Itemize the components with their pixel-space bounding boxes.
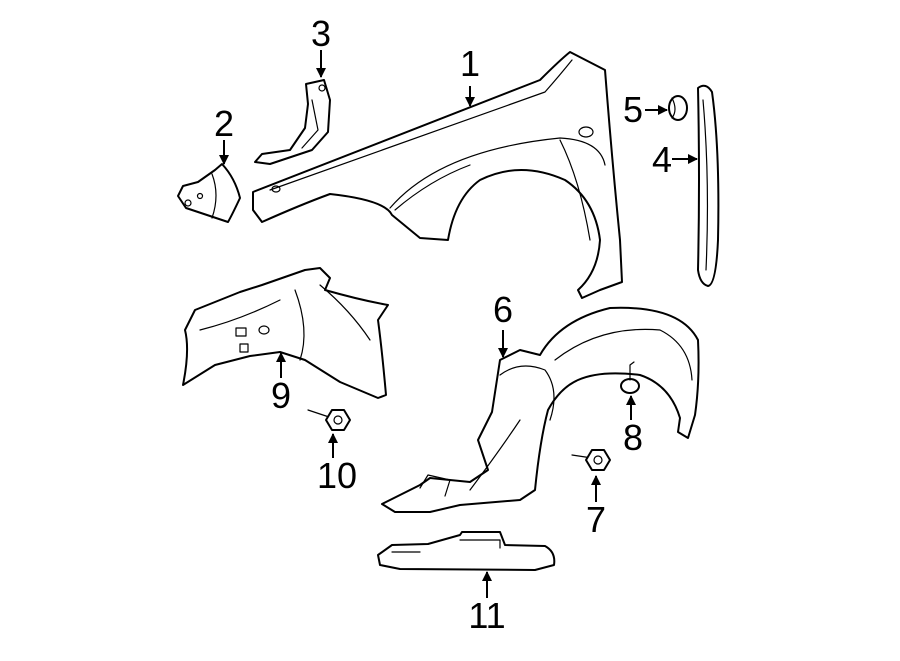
upper-bracket-part[interactable] xyxy=(254,79,331,165)
callout-8: 8 xyxy=(623,417,643,458)
fender-liner-part[interactable] xyxy=(381,306,700,513)
screw-part-7[interactable] xyxy=(571,449,611,471)
callout-10: 10 xyxy=(317,455,357,496)
callout-9: 9 xyxy=(271,375,291,416)
callout-7: 7 xyxy=(586,499,606,540)
fender-part[interactable] xyxy=(252,51,623,299)
callout-4: 4 xyxy=(652,139,672,180)
callout-3: 3 xyxy=(311,13,331,54)
callout-11: 11 xyxy=(468,595,505,636)
screw-part-10[interactable] xyxy=(307,409,351,431)
bracket-part[interactable] xyxy=(177,163,241,223)
callout-1: 1 xyxy=(460,43,480,84)
callout-6: 6 xyxy=(493,289,513,330)
splash-shield-part[interactable] xyxy=(377,531,556,571)
molding-part[interactable] xyxy=(697,84,720,287)
push-pin-part[interactable] xyxy=(620,361,640,394)
inner-liner-part[interactable] xyxy=(182,267,389,399)
clip-part-5[interactable] xyxy=(668,95,688,121)
callout-5: 5 xyxy=(623,89,643,130)
callout-2: 2 xyxy=(214,103,234,144)
